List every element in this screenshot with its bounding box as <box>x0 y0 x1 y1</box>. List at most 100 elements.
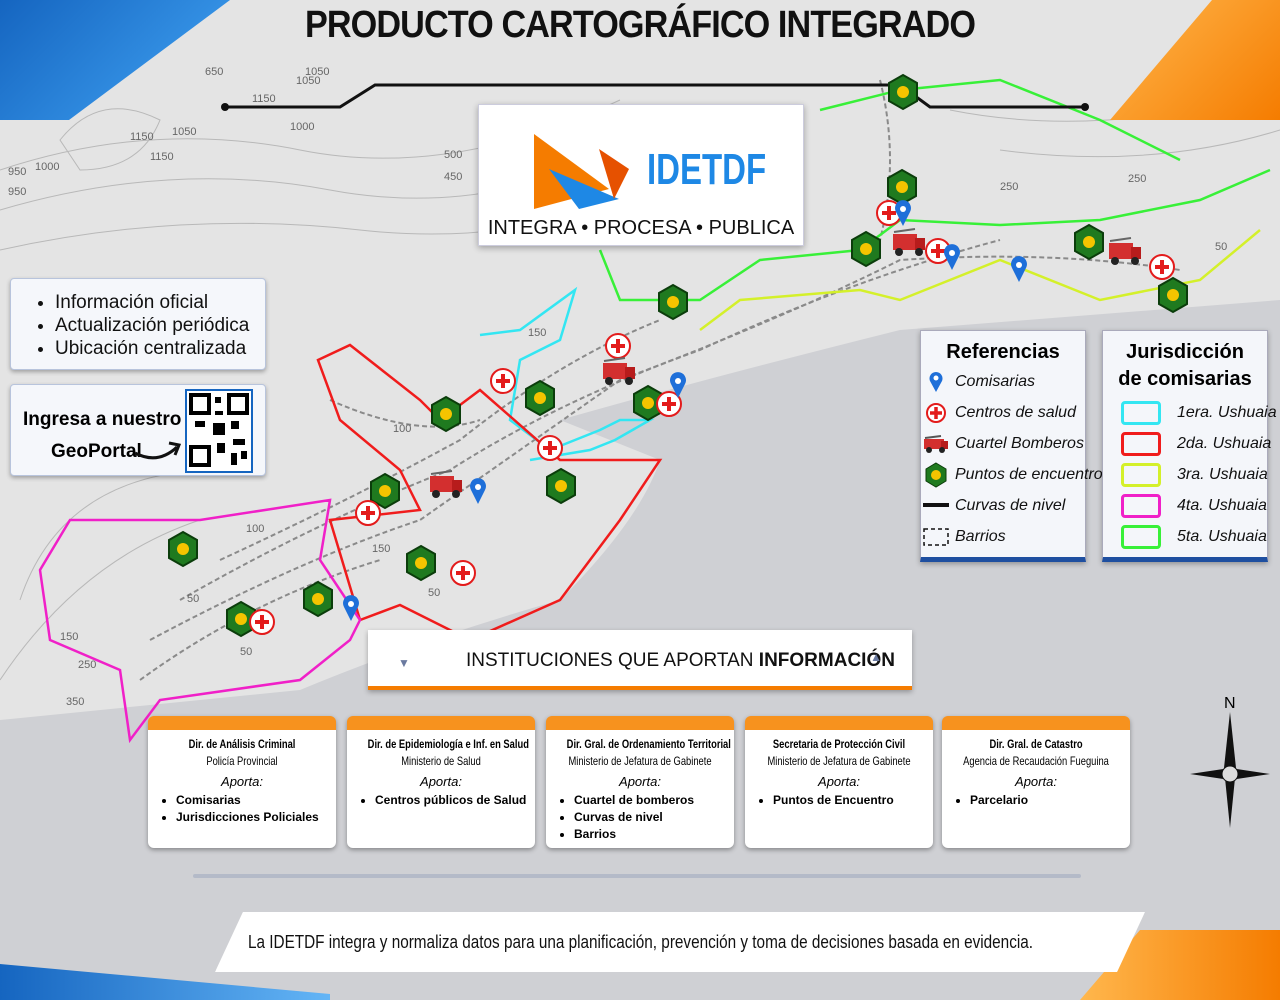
geoportal-box[interactable]: Ingresa a nuestro GeoPortal <box>10 384 266 476</box>
qr-code[interactable] <box>185 389 253 473</box>
institution-ministry: Agencia de Recaudación Fueguina <box>963 754 1109 768</box>
police-station-marker[interactable] <box>343 595 359 621</box>
contour-label: 100 <box>246 523 264 535</box>
geoportal-text-1: Ingresa a nuestro <box>23 409 182 430</box>
meeting-point-marker[interactable] <box>658 283 688 321</box>
contribution-item: Puntos de Encuentro <box>773 792 933 809</box>
legend-label: Puntos de encuentro <box>955 465 1103 483</box>
jurisdiction-4ta <box>38 498 362 744</box>
meeting-point-marker[interactable] <box>851 230 881 268</box>
jurisdiction-swatch <box>1121 462 1161 487</box>
health-center-marker[interactable] <box>1149 254 1175 280</box>
fire-station-marker[interactable] <box>893 228 925 256</box>
contour-label: 650 <box>205 66 223 78</box>
contribution-item: Centros públicos de Salud <box>375 792 535 809</box>
jurisdiction-swatch <box>1121 493 1161 518</box>
health-cross-icon <box>921 402 951 424</box>
contour-label: 250 <box>78 659 96 671</box>
institution-name: Secretaria de Protección Civil <box>772 737 906 751</box>
footer-banner: La IDETDF integra y normaliza datos para… <box>215 912 1145 972</box>
institution-ministry: Policía Provincial <box>206 754 278 768</box>
contour-label: 1050 <box>296 75 320 87</box>
idetdf-logo-icon <box>534 134 629 209</box>
fire-station-marker[interactable] <box>603 357 635 385</box>
fire-station-marker[interactable] <box>430 470 462 498</box>
meeting-point-marker[interactable] <box>1074 223 1104 261</box>
contour-label: 150 <box>372 543 390 555</box>
contour-label: 950 <box>8 166 26 178</box>
institution-name: Dir. Gral. de Ordenamiento Territorial <box>566 737 731 751</box>
institution-name: Dir. de Epidemiología e Inf. en Salud <box>367 737 529 751</box>
contour-label: 950 <box>8 186 26 198</box>
contour-label: 450 <box>444 171 462 183</box>
meeting-point-marker[interactable] <box>1158 276 1188 314</box>
health-center-marker[interactable] <box>450 560 476 586</box>
streets <box>139 79 1181 681</box>
meeting-point-marker[interactable] <box>633 384 663 422</box>
meeting-point-marker[interactable] <box>303 580 333 618</box>
info-box: Información oficial Actualización periód… <box>10 278 266 370</box>
institution-name: Dir. de Análisis Criminal <box>188 737 296 751</box>
legend-item-salud: Centros de salud <box>921 397 1085 428</box>
health-center-marker[interactable] <box>490 368 516 394</box>
info-item: Actualización periódica <box>55 314 265 337</box>
contour-label: 350 <box>66 696 84 708</box>
health-center-marker[interactable] <box>605 333 631 359</box>
police-station-marker[interactable] <box>895 200 911 226</box>
meeting-point-marker[interactable] <box>226 600 256 638</box>
police-station-marker[interactable] <box>470 478 486 504</box>
info-item: Información oficial <box>55 291 265 314</box>
meeting-point-marker[interactable] <box>525 379 555 417</box>
compass-icon: N <box>1190 695 1270 828</box>
timeline <box>193 874 1081 878</box>
jurisdiction-item: 3ra. Ushuaia <box>1103 459 1268 490</box>
legend-item-comisarias: Comisarias <box>921 366 1085 397</box>
health-center-marker[interactable] <box>656 391 682 417</box>
chevron-down-icon: ▼ <box>398 656 410 670</box>
health-center-marker[interactable] <box>876 200 902 226</box>
footer-text: La IDETDF integra y normaliza datos para… <box>248 932 1034 952</box>
jurisdiction-swatch <box>1121 431 1161 456</box>
aporta-label: Aporta: <box>619 774 661 789</box>
legend-item-puntos: Puntos de encuentro <box>921 459 1103 490</box>
police-station-marker[interactable] <box>1011 256 1027 282</box>
references-legend: Referencias Comisarias Centros de salud … <box>920 330 1103 562</box>
contour-label: 1150 <box>150 151 174 163</box>
meeting-point-marker[interactable] <box>406 544 436 582</box>
meeting-point-marker[interactable] <box>887 168 917 206</box>
jurisdiction-item: 4ta. Ushuaia <box>1103 490 1267 521</box>
contour-label: 150 <box>60 631 78 643</box>
jurisdiction-item: 1era. Ushuaia <box>1103 397 1277 428</box>
institution-ministry: Ministerio de Jefatura de Gabinete <box>767 754 911 768</box>
health-center-marker[interactable] <box>355 500 381 526</box>
contour-label: 1150 <box>130 131 154 143</box>
qr-code-icon <box>189 393 249 467</box>
jurisdiction-label: 2da. Ushuaia <box>1177 434 1272 452</box>
police-station-marker[interactable] <box>944 244 960 270</box>
meeting-point-marker[interactable] <box>431 395 461 433</box>
meeting-point-marker[interactable] <box>168 530 198 568</box>
health-center-marker[interactable] <box>249 609 275 635</box>
contour-label: 1050 <box>172 126 196 138</box>
pin-icon <box>921 371 951 393</box>
aporta-label: Aporta: <box>818 774 860 789</box>
dashed-box-icon <box>921 527 951 547</box>
meeting-point-marker[interactable] <box>888 73 918 111</box>
health-center-marker[interactable] <box>537 435 563 461</box>
meeting-point-marker[interactable] <box>546 467 576 505</box>
page-title: PRODUCTO CARTOGRÁFICO INTEGRADO <box>304 4 976 46</box>
meeting-point-marker[interactable] <box>370 472 400 510</box>
legend-label: Comisarias <box>955 372 1036 390</box>
contribution-item: Barrios <box>574 826 734 843</box>
fire-station-marker[interactable] <box>1109 237 1141 265</box>
legend-item-bomberos: Cuartel Bomberos <box>921 428 1085 459</box>
logo-card: IDETDF INTEGRA • PROCESA • PUBLICA <box>478 104 804 246</box>
police-station-marker[interactable] <box>670 372 686 398</box>
aporta-label: Aporta: <box>420 774 462 789</box>
line-icon <box>921 502 951 509</box>
legend-label: Curvas de nivel <box>955 496 1066 514</box>
